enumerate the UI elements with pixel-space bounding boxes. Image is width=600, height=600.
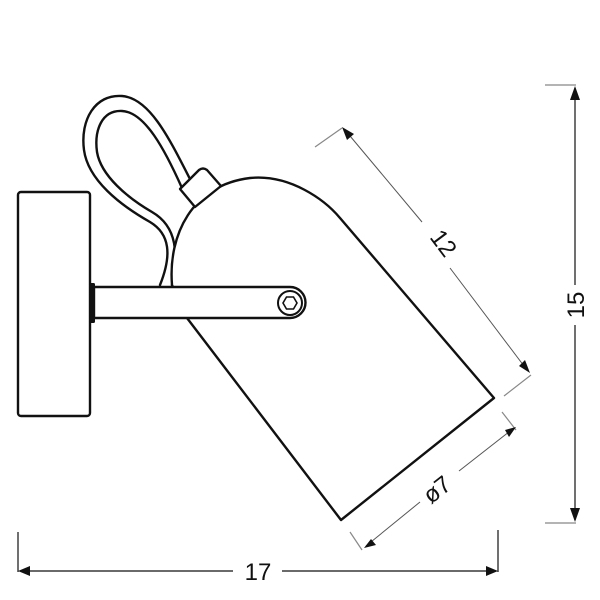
dimension-label-17: 17 <box>245 559 272 586</box>
cable <box>82 94 193 287</box>
dimension-height: 15 <box>545 84 590 524</box>
cable-gland <box>178 167 223 209</box>
wall-mount-backplate <box>16 190 92 418</box>
dimension-label-15: 15 <box>563 292 590 319</box>
arm-collar <box>89 283 95 323</box>
dimension-label-diameter: ø7 <box>418 471 457 510</box>
dimension-label-12: 12 <box>424 225 462 263</box>
hex-screw-icon <box>282 296 298 310</box>
dimension-width: 17 <box>17 530 499 586</box>
hex-joint-screw <box>277 290 303 316</box>
lamp-shade <box>170 176 496 522</box>
arm <box>89 283 307 323</box>
